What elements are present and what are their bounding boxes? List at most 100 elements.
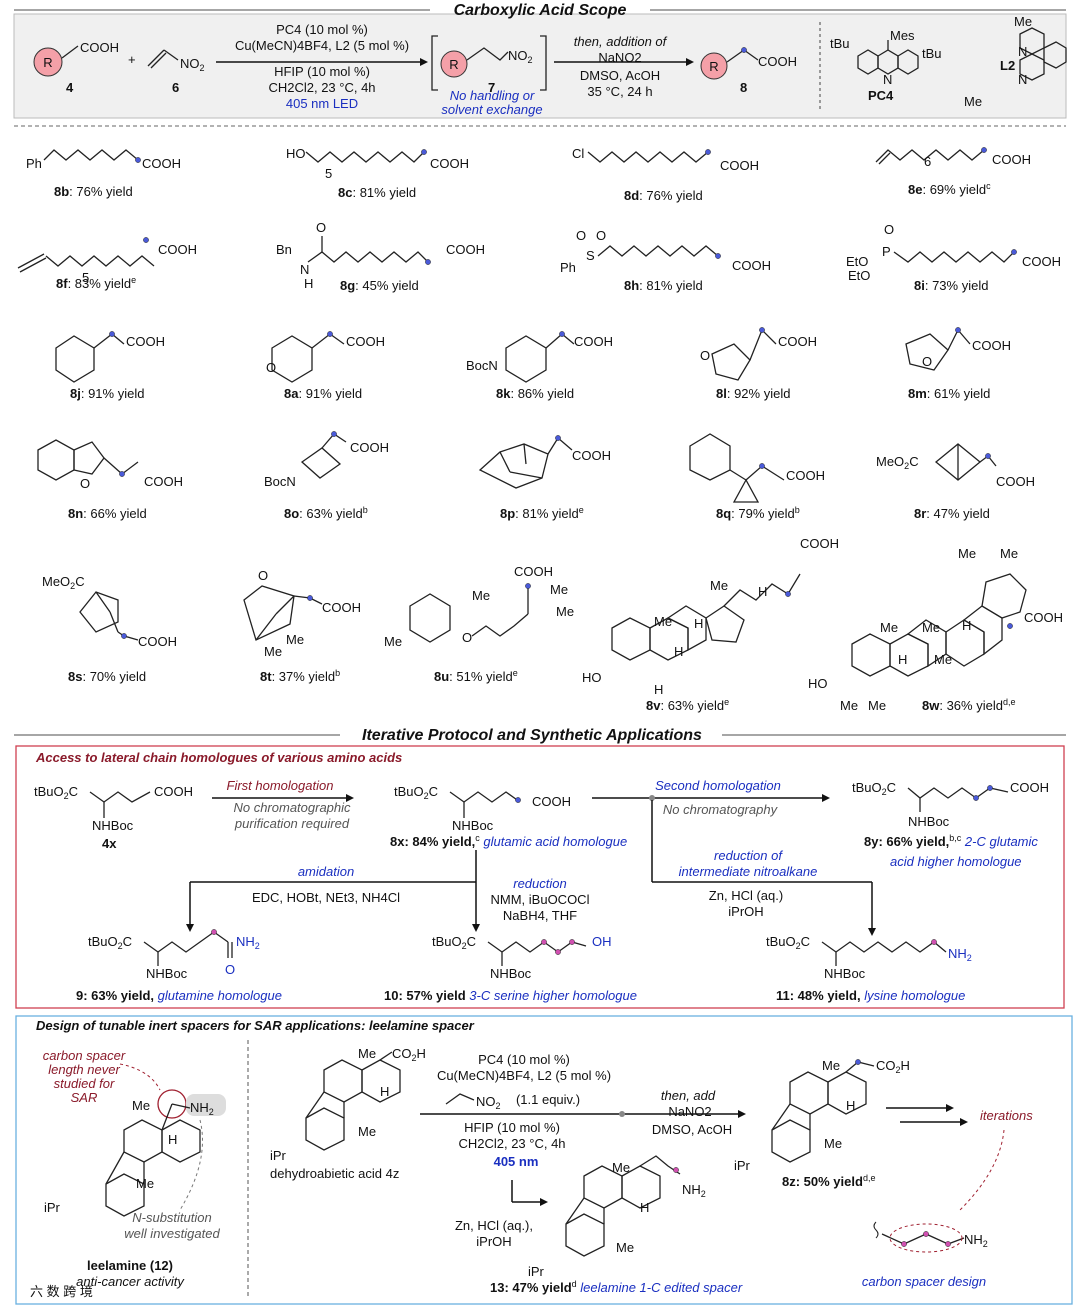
reduction2-b: intermediate nitroalkane (679, 864, 818, 879)
note-1: No handling or (450, 88, 535, 103)
yield-8y-desc: acid higher homologue (890, 854, 1022, 869)
yield-8i: 8i: 73% yield (914, 278, 988, 293)
svg-text:O: O (266, 360, 276, 375)
struct-8c: HO 5 COOH (286, 146, 469, 181)
svg-text:EtO: EtO (846, 254, 868, 269)
struct-leelamine: Me NH2 H Me iPr (44, 1098, 214, 1217)
struct-8j: COOH (55, 331, 165, 383)
struct-8l: O COOH (700, 327, 817, 381)
carbon-spacer-design: carbon spacer design (862, 1274, 986, 1289)
yield-8z: 8z: 50% yieldd,e (782, 1173, 875, 1189)
svg-text:Me: Me (934, 652, 952, 667)
svg-text:iPr: iPr (270, 1148, 287, 1163)
svg-text:O: O (596, 228, 606, 243)
svg-text:Bn: Bn (276, 242, 292, 257)
header-scope: Carboxylic Acid Scope (454, 2, 627, 19)
svg-text:Me: Me (550, 582, 568, 597)
nsub-2: well investigated (124, 1226, 220, 1241)
cpd-7: 7 (488, 80, 495, 95)
struct-8v: COOH HO Me Me H H H H (582, 536, 839, 697)
struct-8o: BocN COOH (264, 431, 389, 489)
svg-text:COOH: COOH (992, 152, 1031, 167)
reduction2-cond-1: Zn, HCl (aq.) (709, 888, 783, 903)
svg-text:tBu: tBu (922, 46, 942, 61)
svg-text:NH2: NH2 (964, 1232, 988, 1249)
svg-text:O: O (884, 222, 894, 237)
svg-text:Me: Me (132, 1098, 150, 1113)
second-homologation: Second homologation (655, 778, 781, 793)
yield-8e: 8e: 69% yieldc (908, 181, 991, 197)
leelamine-label: leelamine (12) (87, 1258, 173, 1273)
svg-text:COOH: COOH (514, 564, 553, 579)
svg-text:COOH: COOH (758, 54, 797, 69)
reduction-label: reduction (513, 876, 566, 891)
svg-text:tBuO2C: tBuO2C (432, 934, 476, 951)
svg-text:Ph: Ph (560, 260, 576, 275)
svg-text:tBuO2C: tBuO2C (394, 784, 438, 801)
svg-text:Me: Me (358, 1124, 376, 1139)
struct-4x: tBuO2C NHBoc COOH 4x (34, 784, 193, 851)
svg-text:H: H (758, 584, 767, 599)
svg-text:Me: Me (358, 1046, 376, 1061)
scheme-box (13, 13, 1067, 119)
first-homologation: First homologation (227, 778, 334, 793)
amidation-cond: EDC, HOBt, NEt3, NH4Cl (252, 890, 400, 905)
svg-text:S: S (586, 248, 595, 263)
svg-text:O: O (462, 630, 472, 645)
yield-8q: 8q: 79% yieldb (716, 505, 800, 521)
yield-8w: 8w: 36% yieldd,e (922, 697, 1015, 713)
svg-text:H: H (962, 618, 971, 633)
svg-text:NHBoc: NHBoc (490, 966, 532, 981)
svg-text:R: R (709, 59, 718, 74)
svg-text:COOH: COOH (1010, 780, 1049, 795)
svg-text:COOH: COOH (972, 338, 1011, 353)
spacer-cond-3: (1.1 equiv.) (516, 1092, 580, 1107)
svg-text:NHBoc: NHBoc (908, 814, 950, 829)
svg-text:O: O (80, 476, 90, 491)
struct-8m: O COOH (905, 327, 1011, 371)
struct-8t: O COOH Me Me (243, 568, 361, 659)
svg-text:tBu: tBu (830, 36, 850, 51)
svg-text:Me: Me (556, 604, 574, 619)
watermark: 六 数 跨 境 (30, 1284, 93, 1299)
svg-text:O: O (316, 220, 326, 235)
first-note-2: purification required (234, 816, 350, 831)
svg-text:Me: Me (472, 588, 490, 603)
yield-8j: 8j: 91% yield (70, 386, 144, 401)
amidation-label: amidation (298, 864, 354, 879)
spacer-cond-6: 405 nm (494, 1154, 539, 1169)
svg-text:Me: Me (1000, 546, 1018, 561)
r-group-circle (33, 47, 63, 77)
svg-text:COOH: COOH (574, 334, 613, 349)
svg-text:Me: Me (824, 1136, 842, 1151)
svg-text:N: N (300, 262, 309, 277)
struct-8e: 6 COOH (875, 147, 1031, 169)
yield-13: 13: 47% yieldd leelamine 1-C edited spac… (490, 1279, 743, 1295)
svg-text:NHBoc: NHBoc (452, 818, 494, 833)
svg-text:NH2: NH2 (190, 1100, 214, 1117)
svg-text:tBuO2C: tBuO2C (766, 934, 810, 951)
svg-text:COOH: COOH (720, 158, 759, 173)
yield-8v: 8v: 63% yielde (646, 697, 729, 713)
then-4: 35 °C, 24 h (587, 84, 652, 99)
svg-text:H: H (694, 616, 703, 631)
svg-text:iPr: iPr (44, 1200, 61, 1215)
svg-text:H: H (674, 644, 683, 659)
cpd-4: 4 (66, 80, 74, 95)
struct-8x: tBuO2C NHBoc COOH (394, 784, 571, 833)
svg-text:tBuO2C: tBuO2C (852, 780, 896, 797)
spacer-note-4: SAR (71, 1090, 98, 1105)
svg-text:COOH: COOH (142, 156, 181, 171)
struct-9: tBuO2C O NH2 NHBoc (88, 929, 260, 981)
yield-10: 10: 57% yield 3-C serine higher homologu… (384, 988, 637, 1003)
svg-text:COOH: COOH (126, 334, 165, 349)
yield-11: 11: 48% yield, lysine homologue (776, 988, 965, 1003)
spacer-note-3: studied for (54, 1076, 115, 1091)
svg-text:COOH: COOH (786, 468, 825, 483)
svg-text:COOH: COOH (572, 448, 611, 463)
svg-text:Me: Me (264, 644, 282, 659)
yield-8d: 8d: 76% yield (624, 188, 703, 203)
struct-8n: O COOH (37, 439, 183, 491)
svg-text:MeO2C: MeO2C (42, 574, 85, 591)
svg-text:COOH: COOH (346, 334, 385, 349)
